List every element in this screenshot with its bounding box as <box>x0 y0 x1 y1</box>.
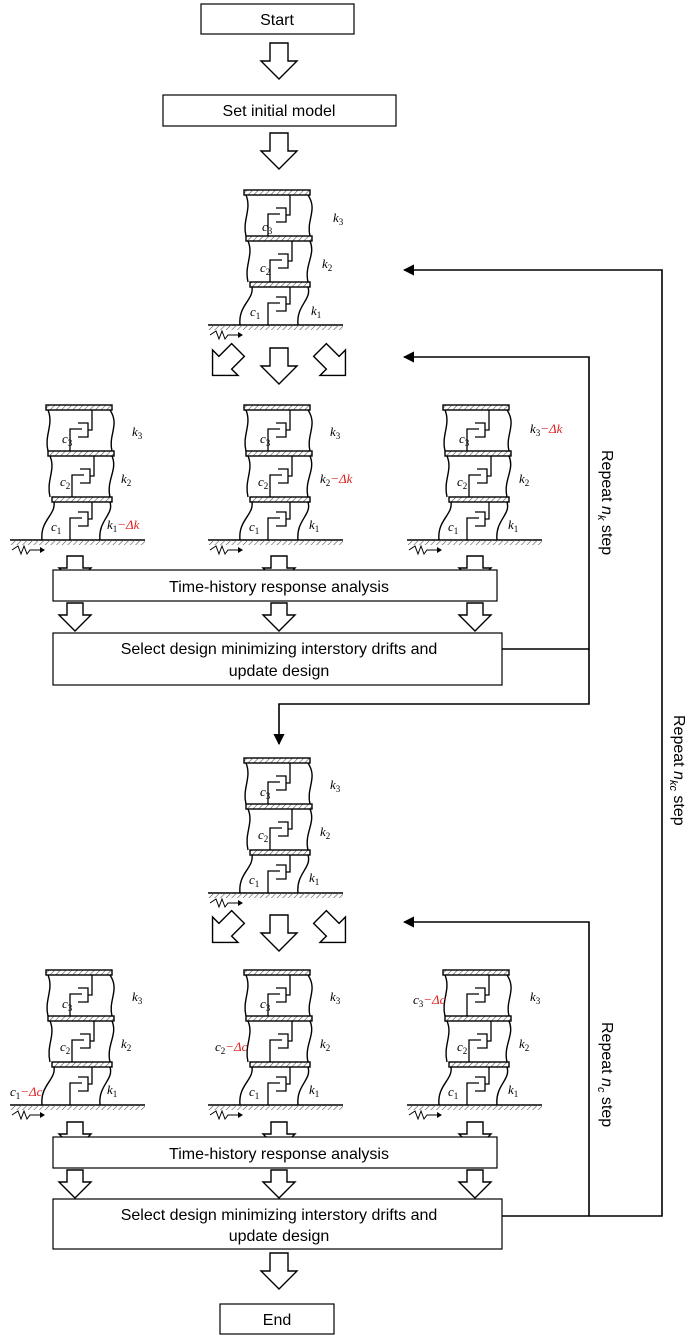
down-arrow <box>260 1252 298 1290</box>
loop-k-line <box>402 351 590 650</box>
down-arrow <box>260 42 298 80</box>
svg-text:k1: k1 <box>309 517 319 534</box>
svg-text:c3−Δc: c3−Δc <box>413 992 446 1009</box>
svg-text:c3: c3 <box>62 431 73 448</box>
svg-text:c2: c2 <box>258 474 268 491</box>
svg-text:c3: c3 <box>260 431 271 448</box>
repeat-kc-label: Repeat nkc step <box>667 715 687 826</box>
svg-text:c3: c3 <box>262 219 273 236</box>
labels-c3: c3−Δc k3 c2 k2 c1 k1 <box>413 989 541 1101</box>
repeat-c-label: Repeat nc step <box>595 1022 615 1127</box>
svg-text:c1: c1 <box>249 872 259 889</box>
thra-box-2 <box>52 1136 498 1169</box>
svg-text:k3: k3 <box>530 989 541 1006</box>
svg-text:c1: c1 <box>249 519 259 536</box>
select-label-1: Select design minimizing interstory drif… <box>121 641 438 658</box>
small-arrow <box>262 602 296 632</box>
select-label-2: update design <box>229 663 330 680</box>
svg-text:k3: k3 <box>132 424 143 441</box>
svg-text:c2: c2 <box>60 474 70 491</box>
svg-text:k1−Δk: k1−Δk <box>107 517 140 534</box>
repeat-k-label: Repeat nk step <box>595 450 615 555</box>
svg-text:k2: k2 <box>320 1036 330 1053</box>
branch-arrow-left <box>199 336 252 389</box>
thra-box <box>52 569 498 602</box>
svg-text:c2−Δc: c2−Δc <box>215 1039 248 1056</box>
labels-c2: c3 k3 c2−Δc k2 c1 k1 <box>215 989 341 1101</box>
branch-arrow-center <box>260 347 298 385</box>
svg-text:c2: c2 <box>60 1039 70 1056</box>
labels-c1: c3 k3 c2 k2 c1−Δc k1 <box>10 989 143 1101</box>
svg-text:c2: c2 <box>457 1039 467 1056</box>
loop-c-line <box>402 916 590 1217</box>
svg-text:k1: k1 <box>309 870 319 887</box>
init-label: Set initial model <box>223 103 336 120</box>
small-arrow <box>58 1169 92 1199</box>
svg-text:c3: c3 <box>260 996 271 1013</box>
svg-text:c1: c1 <box>250 304 260 321</box>
svg-text:c1: c1 <box>448 519 458 536</box>
svg-text:k1: k1 <box>107 1082 117 1099</box>
svg-text:k2−Δk: k2−Δk <box>320 471 353 488</box>
svg-text:k3: k3 <box>333 210 344 227</box>
svg-text:c2: c2 <box>258 827 268 844</box>
svg-text:k3: k3 <box>132 989 143 1006</box>
svg-text:k2: k2 <box>320 824 330 841</box>
labels-k3: c3 k3−Δk c2 k2 c1 k1 <box>448 421 563 536</box>
svg-text:c1: c1 <box>448 1084 458 1101</box>
labels-second: c3 k3 c2 k2 c1 k1 <box>249 777 341 889</box>
select-box-2 <box>52 1198 503 1250</box>
start-label: Start <box>260 12 294 29</box>
svg-text:c3: c3 <box>62 996 73 1013</box>
svg-text:k2: k2 <box>121 471 131 488</box>
svg-text:k3−Δk: k3−Δk <box>530 421 563 438</box>
svg-text:k2: k2 <box>519 1036 529 1053</box>
svg-text:k2: k2 <box>322 256 332 273</box>
svg-text:c1−Δc: c1−Δc <box>10 1084 43 1101</box>
loop-kc-line <box>402 264 663 1217</box>
small-arrow <box>58 602 92 632</box>
svg-text:c2: c2 <box>260 260 270 277</box>
small-arrow <box>458 1169 492 1199</box>
svg-text:k2: k2 <box>519 471 529 488</box>
svg-text:k2: k2 <box>121 1036 131 1053</box>
select-box <box>52 632 503 686</box>
branch-arrow-right <box>306 903 359 956</box>
svg-text:k1: k1 <box>311 303 321 320</box>
thra-label: Time-history response analysis <box>169 579 389 596</box>
end-label: End <box>263 1312 291 1329</box>
svg-text:c1: c1 <box>249 1084 259 1101</box>
connector-line <box>273 649 590 746</box>
select2-label-2: update design <box>229 1228 330 1245</box>
down-arrow <box>260 132 298 170</box>
labels-k2: c3 k3 c2 k2−Δk c1 k1 <box>249 424 353 536</box>
svg-text:k3: k3 <box>330 777 341 794</box>
svg-text:c1: c1 <box>51 519 61 536</box>
branch-arrow-center <box>260 914 298 952</box>
svg-text:k3: k3 <box>330 424 341 441</box>
svg-text:k1: k1 <box>309 1082 319 1099</box>
small-arrow <box>458 602 492 632</box>
svg-text:k1: k1 <box>508 517 518 534</box>
branch-arrow-left <box>199 903 252 956</box>
labels-k1: c3 k3 c2 k2 c1 k1−Δk <box>51 424 143 536</box>
labels-initial: c3 k3 c2 k2 c1 k1 <box>250 210 344 321</box>
svg-text:k3: k3 <box>330 989 341 1006</box>
branch-arrow-right <box>306 336 359 389</box>
svg-text:c2: c2 <box>457 474 467 491</box>
start-box <box>200 3 355 35</box>
select2-label-1: Select design minimizing interstory drif… <box>121 1207 438 1224</box>
init-box <box>162 94 397 127</box>
end-box <box>219 1303 335 1335</box>
svg-text:k1: k1 <box>508 1082 518 1099</box>
svg-text:c3: c3 <box>260 784 271 801</box>
small-arrow <box>262 1169 296 1199</box>
thra-label-2: Time-history response analysis <box>169 1146 389 1163</box>
svg-text:c3: c3 <box>459 431 470 448</box>
